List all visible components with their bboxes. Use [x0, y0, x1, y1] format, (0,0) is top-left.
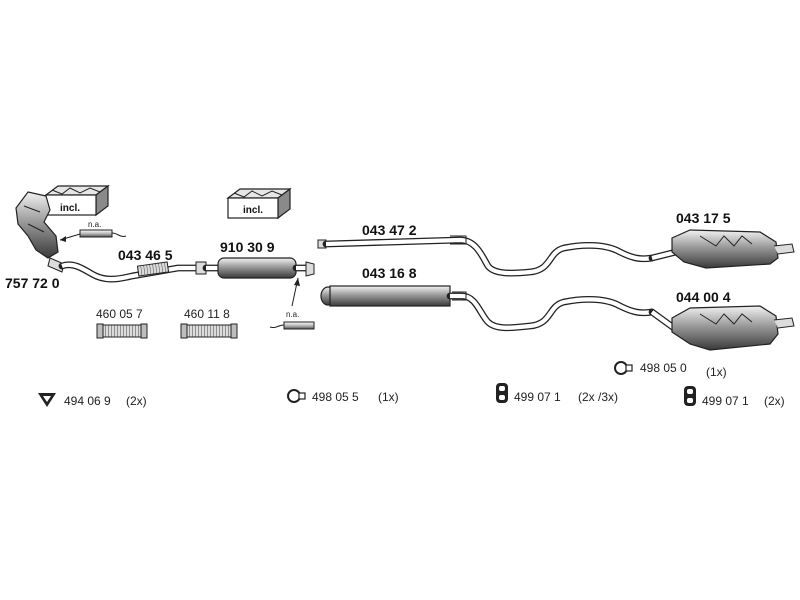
rear-silencer-upper: [648, 229, 795, 269]
middle-pipe-upper: [317, 235, 656, 277]
part-number-rear-silencer-lower: 044 00 4: [676, 289, 731, 305]
accessory-number: 499 07 1: [514, 390, 561, 404]
accessory-qty: (2x): [764, 394, 785, 408]
incl-box: incl.: [44, 184, 110, 217]
clamp-ring-icon: [287, 389, 306, 403]
sensor-note: n.a.: [286, 310, 299, 319]
oxygen-sensor-lower: n.a.: [269, 277, 315, 330]
accessory-item: 499 07 1 (2x /3x): [496, 383, 618, 404]
part-number-catalytic-converter: 757 72 0: [5, 275, 60, 291]
rubber-mount-icon: [684, 386, 696, 406]
flex-pipe-1: [96, 323, 148, 339]
accessory-qty: (1x): [378, 390, 399, 404]
accessory-number: 494 06 9: [64, 394, 111, 408]
accessory-item: 499 07 1 (2x): [684, 386, 785, 408]
part-number-middle-pipe-upper: 043 47 2: [362, 222, 417, 238]
accessory-qty: (2x /3x): [578, 390, 618, 404]
accessory-item: 494 06 9 (2x): [38, 393, 147, 408]
part-number-front-pipe: 043 46 5: [118, 247, 173, 263]
gasket-triangle-icon: [38, 393, 56, 407]
accessory-number: 499 07 1: [702, 394, 749, 408]
part-number-center-silencer: 910 30 9: [220, 239, 275, 255]
incl-label: incl.: [243, 205, 263, 216]
middle-pipe-lower: [320, 285, 656, 332]
part-number-middle-pipe-lower: 043 16 8: [362, 265, 417, 281]
clamp-ring-icon: [614, 361, 633, 375]
rubber-mount-icon: [496, 383, 508, 403]
front-pipe: [58, 261, 207, 283]
rear-silencer-lower: [648, 305, 795, 351]
part-number-rear-silencer-upper: 043 17 5: [676, 210, 731, 226]
accessory-item: 498 05 0 (1x): [614, 361, 727, 379]
incl-box: incl.: [226, 187, 292, 220]
accessory-qty: (2x): [126, 394, 147, 408]
accessory-item: 498 05 5 (1x): [287, 389, 399, 404]
accessory-qty: (1x): [706, 365, 727, 379]
part-number-flex-pipe-2: 460 11 8: [184, 307, 230, 321]
accessory-number: 498 05 0: [640, 361, 687, 375]
sensor-note: n.a.: [88, 220, 101, 229]
part-number-flex-pipe-1: 460 05 7: [96, 307, 143, 321]
center-silencer: [202, 257, 315, 279]
oxygen-sensor-upper: n.a.: [59, 220, 127, 242]
accessory-number: 498 05 5: [312, 390, 359, 404]
incl-label: incl.: [60, 203, 80, 214]
flex-pipe-2: [180, 323, 238, 339]
